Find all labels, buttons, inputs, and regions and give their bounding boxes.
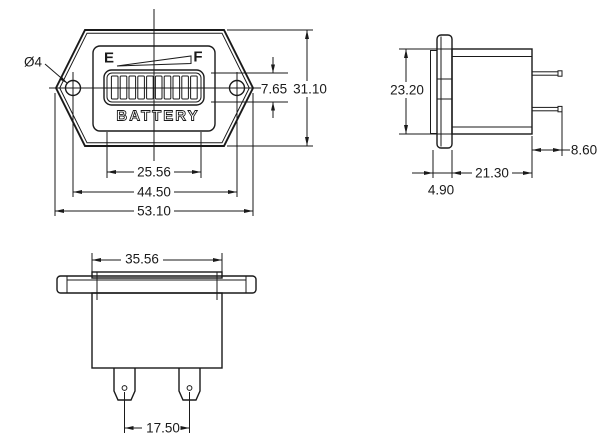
front-flange: [436, 34, 453, 149]
dim-overall-width: 53.10: [137, 204, 171, 219]
hexagon-inner-line: [59, 32, 250, 144]
gauge-segment: [137, 75, 145, 100]
housing-body: [451, 48, 533, 135]
side-view: 23.20 4.90 21.30 8.60: [390, 34, 597, 198]
dim-hole-spacing: 44.50: [137, 185, 171, 200]
dim-hole-diameter: Ø4: [24, 55, 43, 70]
display-window-outer: [103, 69, 205, 106]
dim-flange-thickness: 4.90: [428, 183, 454, 198]
side-dimension-lines: [399, 48, 570, 178]
dim-display-height: 7.65: [261, 82, 287, 97]
bottom-view: 35.56 17.50: [56, 252, 257, 436]
dim-body-depth: 21.30: [475, 166, 509, 181]
dim-body-height: 23.20: [390, 83, 424, 98]
display-window-inner: [106, 72, 202, 103]
bottom-dimension-labels: 35.56 17.50: [125, 252, 180, 436]
housing-body-bottom: [91, 292, 223, 369]
dim-overall-height: 31.10: [293, 82, 327, 97]
gasket-plate: [430, 50, 438, 134]
gauge-segment: [128, 75, 137, 100]
dim-body-width: 35.56: [125, 252, 159, 267]
bezel-outline: [92, 45, 216, 132]
mounting-hole-left: [64, 79, 82, 97]
gauge-segment: [181, 75, 189, 100]
dim-pin-protrusion: 8.60: [571, 143, 597, 158]
gauge-segment: [154, 75, 163, 100]
front-dimension-labels: Ø4 7.65 31.10 25.56 44.50 53.10: [24, 55, 327, 219]
side-dimension-labels: 23.20 4.90 21.30 8.60: [390, 83, 597, 198]
gauge-segment: [110, 75, 119, 100]
gauge-segment: [190, 75, 198, 100]
front-view: E F BATTERY: [24, 9, 327, 219]
gauge-segment: [163, 75, 172, 100]
gauge-segment: [146, 75, 154, 100]
dim-terminal-spacing: 17.50: [146, 421, 180, 436]
battery-label: BATTERY: [116, 108, 199, 125]
gauge-wedge-icon: [116, 55, 192, 67]
terminal-hole-left: [121, 385, 128, 391]
terminal-hole-right: [186, 385, 193, 391]
front-dimension-lines: [44, 29, 313, 216]
bottom-dimension-lines: [92, 258, 222, 433]
mounting-hole-right: [228, 79, 246, 97]
terminal-pin-upper: [531, 70, 563, 77]
gauge-segments: [110, 75, 198, 100]
gauge-full-label: F: [193, 49, 202, 66]
dim-display-width: 25.56: [137, 165, 171, 180]
gauge-empty-label: E: [104, 50, 114, 67]
body-top-lip: [91, 271, 223, 279]
gauge-segment: [119, 75, 128, 100]
gauge-segment: [172, 75, 181, 100]
hexagon-outline: [54, 29, 255, 147]
terminal-pin-lower: [531, 105, 563, 113]
center-lines: [49, 9, 261, 197]
